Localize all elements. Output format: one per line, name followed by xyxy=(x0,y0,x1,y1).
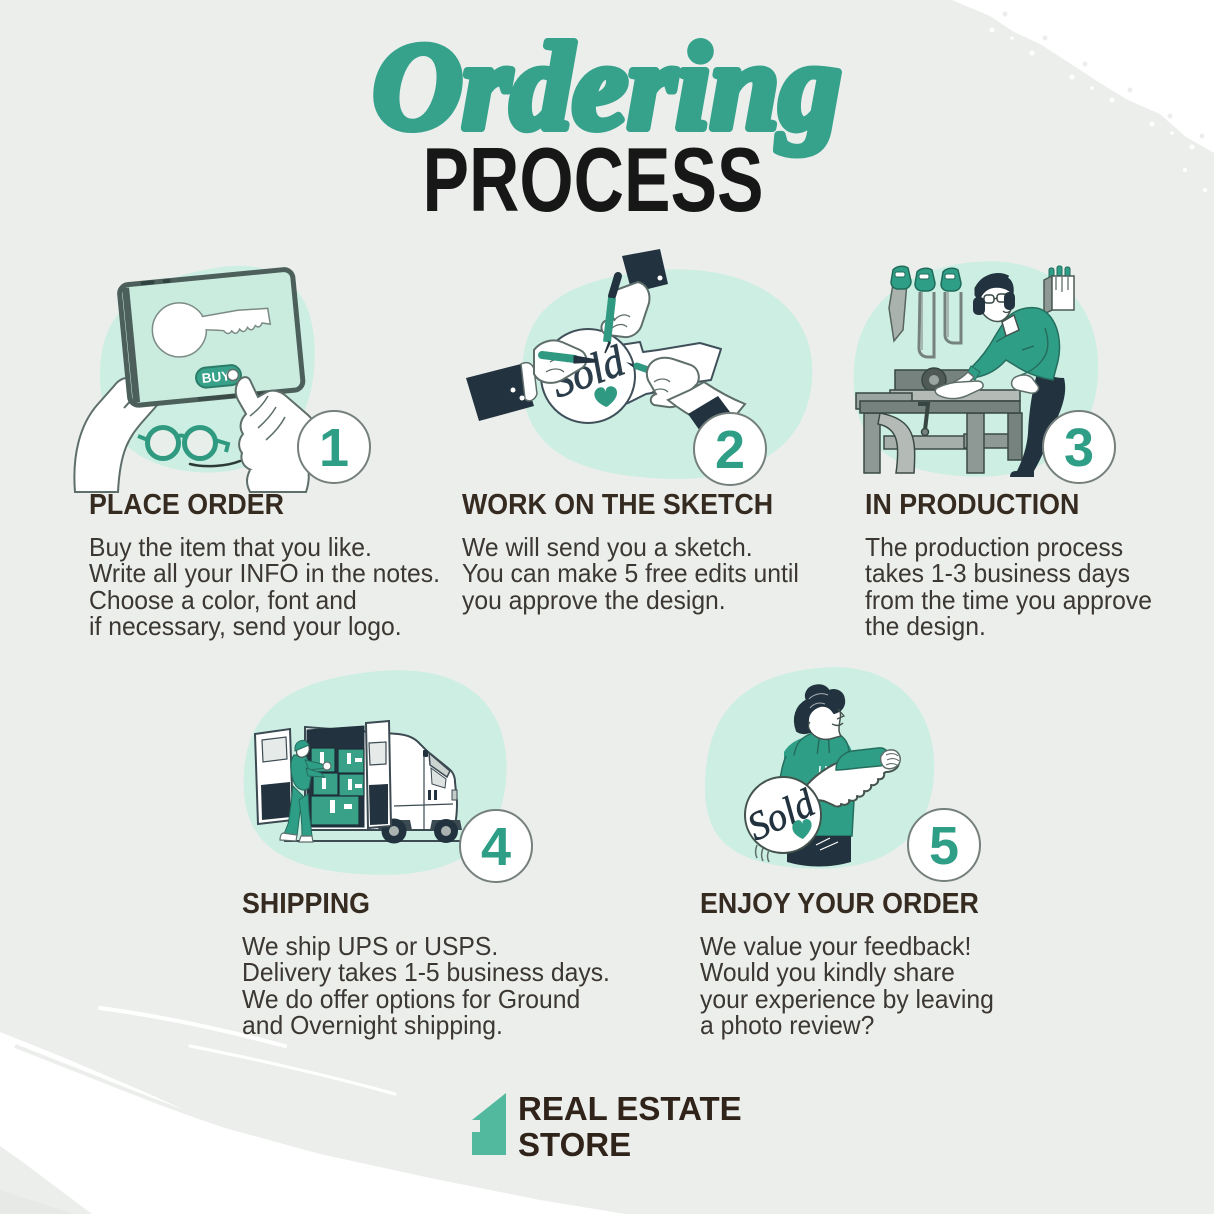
svg-text:5: 5 xyxy=(929,816,959,876)
svg-text:BUY: BUY xyxy=(201,368,231,386)
svg-text:3: 3 xyxy=(1064,418,1094,478)
svg-text:4: 4 xyxy=(481,817,511,877)
svg-text:STORE: STORE xyxy=(518,1126,631,1163)
svg-text:Ordering: Ordering xyxy=(373,18,842,155)
svg-text:REAL ESTATE: REAL ESTATE xyxy=(518,1090,742,1127)
svg-text:1: 1 xyxy=(319,418,349,478)
svg-text:2: 2 xyxy=(715,420,745,480)
svg-text:PROCESS: PROCESS xyxy=(423,130,764,231)
